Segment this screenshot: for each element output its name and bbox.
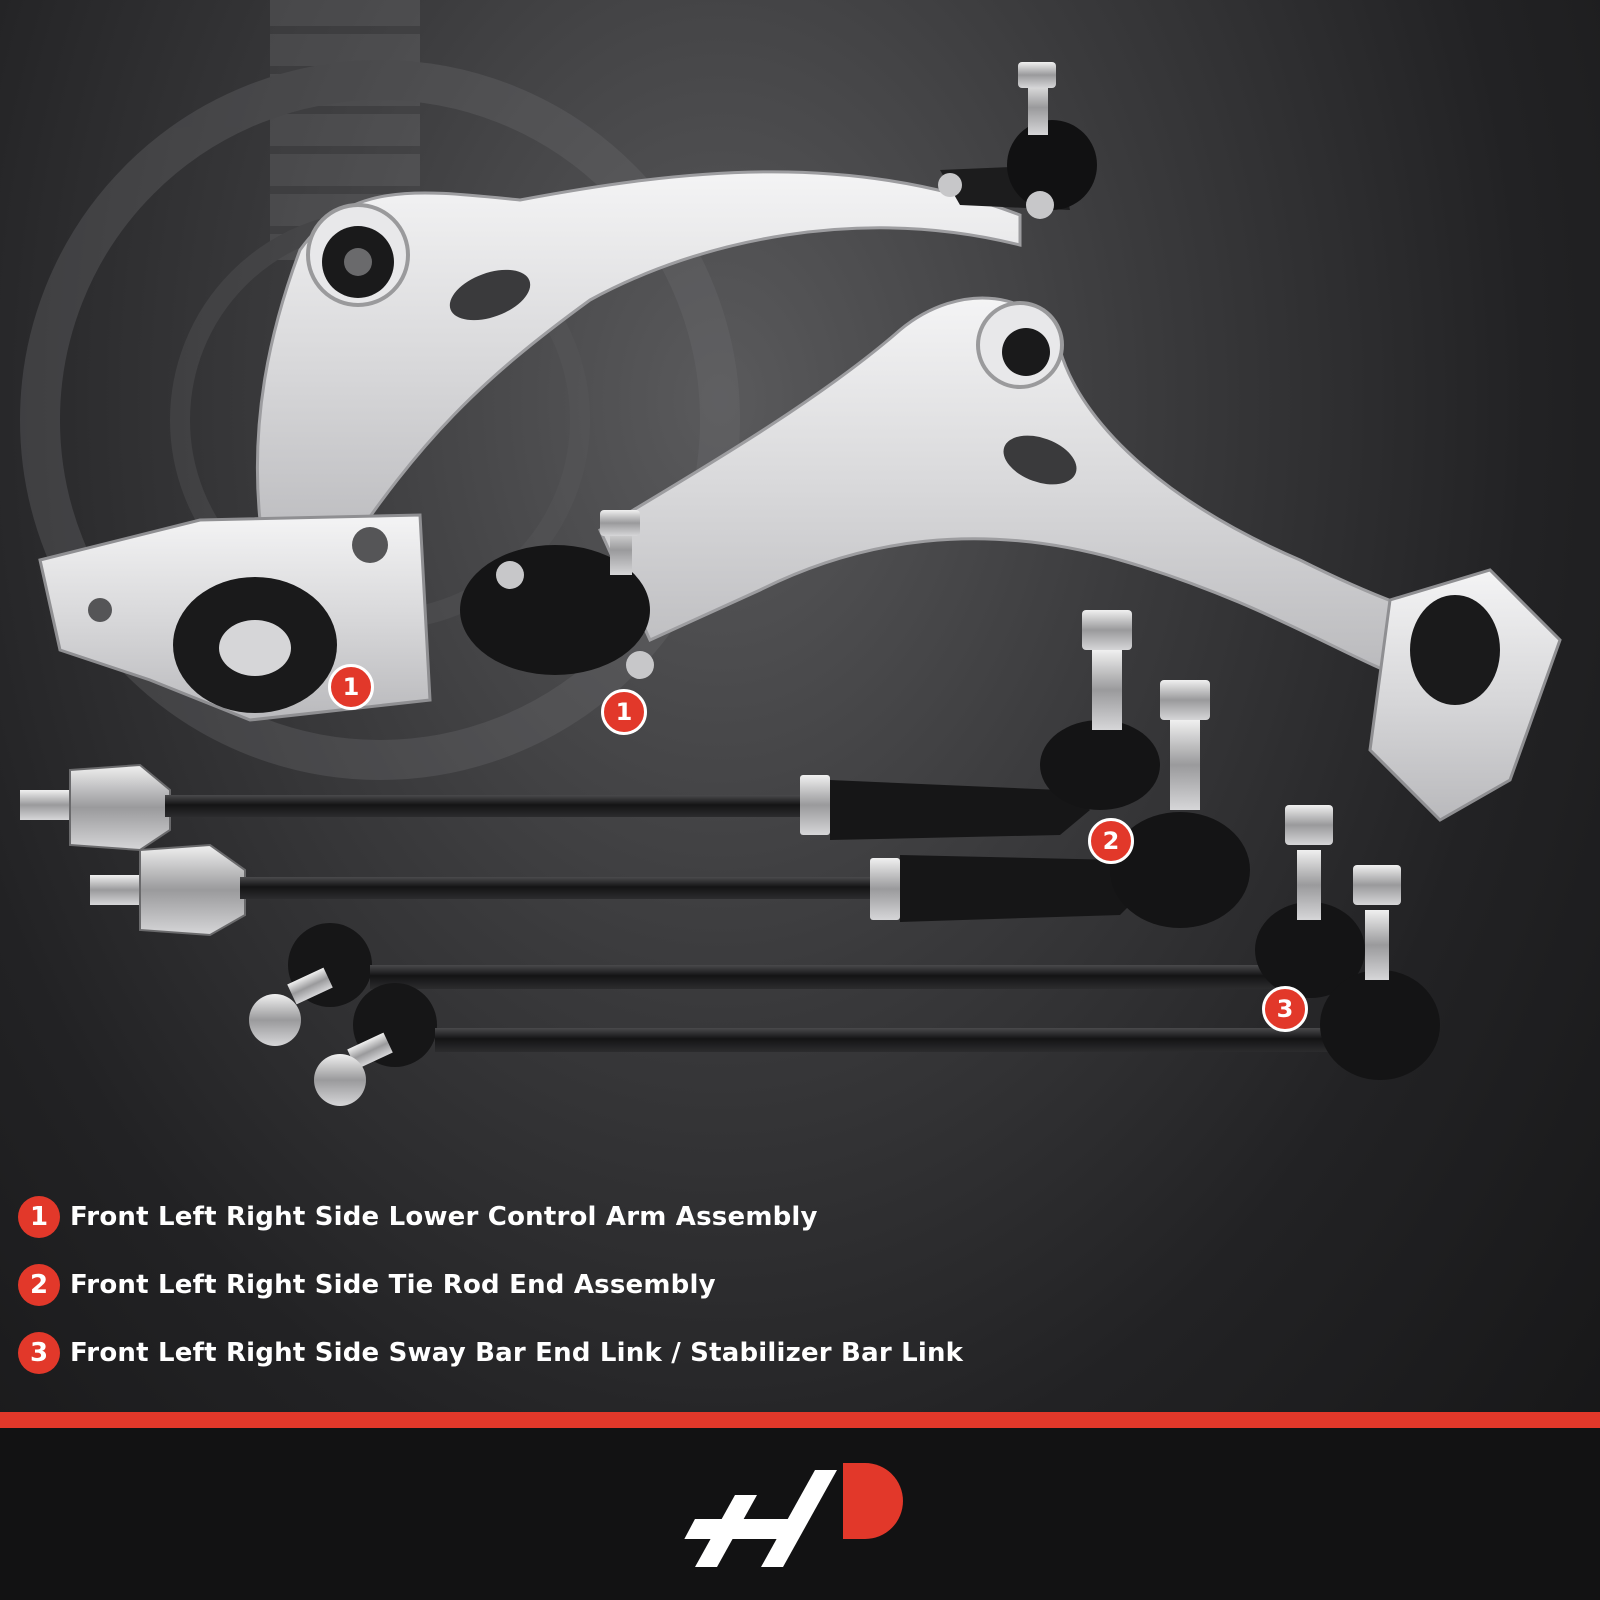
footer-band [0, 1428, 1600, 1600]
legend-number-3: 3 [18, 1332, 60, 1374]
callout-1-ball-joint: 1 [601, 689, 647, 735]
brand-logo [684, 1463, 903, 1567]
tie-rod-upper [20, 610, 1160, 852]
legend-text-1: Front Left Right Side Lower Control Arm … [70, 1202, 818, 1232]
callout-3-sway-link: 3 [1262, 986, 1308, 1032]
legend-item-3: 3 Front Left Right Side Sway Bar End Lin… [18, 1331, 1018, 1375]
legend-number-1: 1 [18, 1196, 60, 1238]
sway-bar-links [249, 805, 1440, 1106]
tie-rod-assembly [20, 610, 1250, 937]
tie-rod-lower [90, 680, 1250, 937]
legend-number-2: 2 [18, 1264, 60, 1306]
parts-legend: 1 Front Left Right Side Lower Control Ar… [18, 1195, 1018, 1399]
sway-link-lower [314, 865, 1440, 1106]
callout-1-rear-bushing: 1 [328, 664, 374, 710]
legend-text-2: Front Left Right Side Tie Rod End Assemb… [70, 1270, 716, 1300]
callout-2-tie-rod: 2 [1088, 818, 1134, 864]
sway-link-upper [249, 805, 1365, 1046]
control-arm-lower [460, 296, 1562, 822]
legend-text-3: Front Left Right Side Sway Bar End Link … [70, 1338, 964, 1368]
parts-illustration [20, 0, 1562, 1106]
legend-item-2: 2 Front Left Right Side Tie Rod End Asse… [18, 1263, 1018, 1307]
control-arm-upper [38, 62, 1097, 722]
accent-divider [0, 1412, 1600, 1428]
legend-item-1: 1 Front Left Right Side Lower Control Ar… [18, 1195, 1018, 1239]
